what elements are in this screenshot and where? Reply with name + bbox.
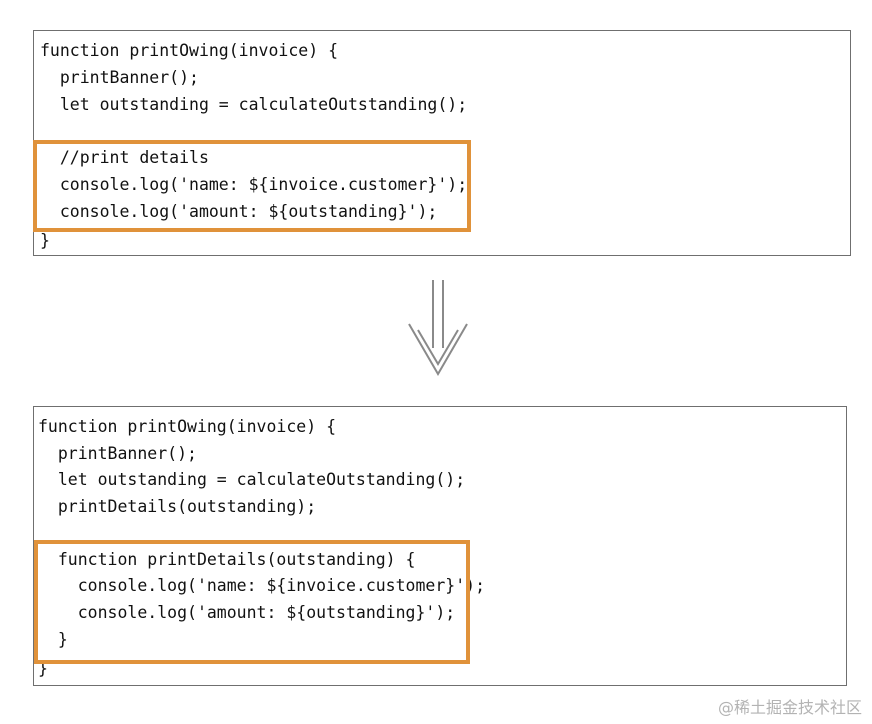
code-line: printDetails(outstanding);	[38, 497, 317, 516]
double-down-arrow-icon	[408, 280, 468, 376]
code-line: console.log('name: ${invoice.customer}')…	[40, 175, 468, 194]
code-block-after	[33, 406, 847, 686]
code-line: }	[38, 659, 48, 678]
code-line: function printDetails(outstanding) {	[38, 550, 416, 569]
code-line: console.log('amount: ${outstanding}');	[40, 202, 438, 221]
code-line: }	[38, 630, 68, 649]
code-line: printBanner();	[40, 68, 199, 87]
code-line: function printOwing(invoice) {	[40, 41, 339, 60]
code-line: }	[40, 231, 50, 250]
watermark: @稀土掘金技术社区	[717, 698, 862, 717]
code-line: //print details	[40, 148, 209, 167]
code-line: console.log('amount: ${outstanding}');	[38, 603, 456, 622]
code-line: printBanner();	[38, 444, 197, 463]
highlight-box-after	[34, 540, 470, 664]
code-line: console.log('name: ${invoice.customer}')…	[38, 576, 486, 595]
code-line: let outstanding = calculateOutstanding()…	[40, 95, 468, 114]
code-line: let outstanding = calculateOutstanding()…	[38, 470, 466, 489]
code-line: function printOwing(invoice) {	[38, 417, 337, 436]
highlight-box-before	[33, 140, 471, 232]
